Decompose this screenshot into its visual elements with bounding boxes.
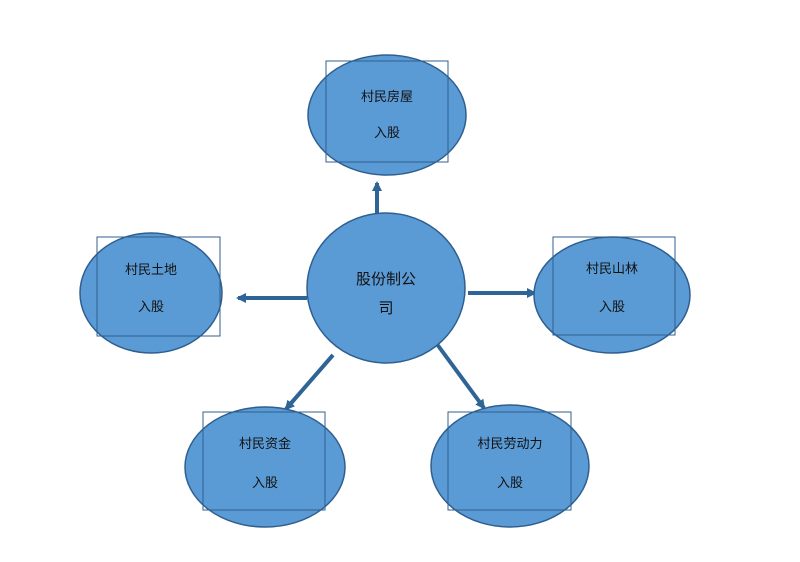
node-house-line2: 入股 [374,126,400,141]
node-forest-line2: 入股 [599,300,625,315]
node-labor-line1: 村民劳动力 [477,436,542,452]
arrow-to-labor [429,334,486,410]
node-labor-line2: 入股 [497,476,523,491]
center-label-line1: 股份制公 [356,270,416,288]
center-label-line2: 司 [378,299,393,317]
node-funds: 村民资金 入股 [184,406,346,528]
node-land-line1: 村民土地 [125,263,177,278]
node-funds-line2: 入股 [252,476,278,491]
node-forest-line1: 村民山林 [586,262,638,277]
center-node: 股份制公 司 [306,212,466,364]
node-labor: 村民劳动力 入股 [430,404,590,528]
node-land: 村民土地 入股 [79,232,223,354]
node-land-line2: 入股 [138,300,164,315]
node-forest: 村民山林 入股 [533,236,691,354]
node-funds-line1: 村民资金 [239,436,291,452]
node-house-line1: 村民房屋 [361,89,413,105]
arrow-to-funds [284,353,335,411]
node-house: 村民房屋 入股 [307,54,467,176]
